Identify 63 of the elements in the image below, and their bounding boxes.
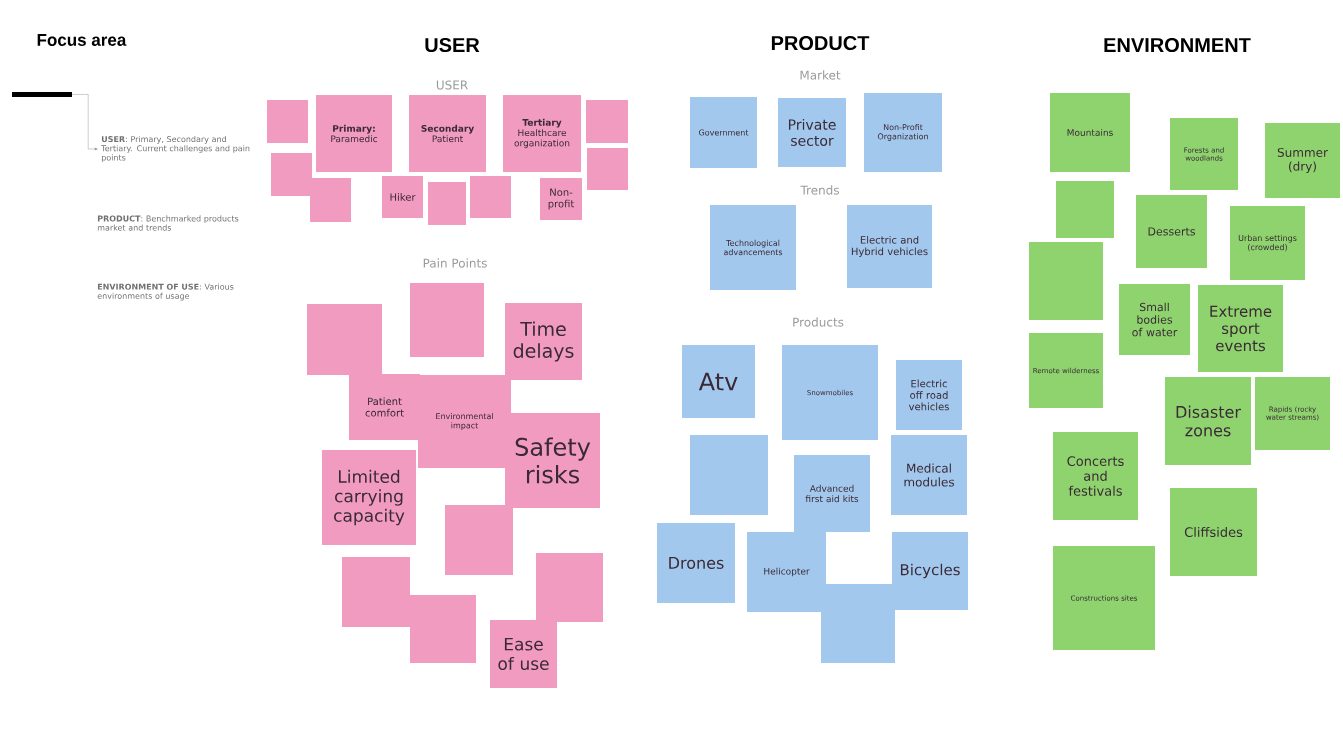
- sticky-note: Electric and Hybrid vehicles: [847, 205, 932, 288]
- sticky-note: Concerts and festivals: [1053, 432, 1138, 520]
- sticky-note: [586, 100, 628, 143]
- sticky-note: Drones: [657, 523, 735, 603]
- sticky-note: Safety risks: [505, 413, 600, 508]
- sticky-note: Bicycles: [892, 532, 968, 610]
- group-heading: Products: [793, 317, 844, 327]
- sticky-note: Tertiary Healthcare organization: [503, 95, 581, 172]
- sticky-note: Electric off road vehicles: [896, 360, 962, 430]
- sticky-note: [428, 182, 466, 225]
- sticky-note: Technological advancements: [710, 205, 796, 290]
- description-text: ENVIRONMENT OF USE: Various environments of usage: [97, 283, 234, 301]
- sticky-note: [536, 553, 603, 622]
- sticky-note: Hiker: [382, 176, 423, 218]
- group-heading: USER: [436, 80, 468, 90]
- sticky-note: Cliffsides: [1170, 488, 1257, 576]
- sticky-note: Atv: [682, 345, 755, 418]
- group-heading: Market: [800, 70, 841, 80]
- sticky-note: [342, 557, 410, 627]
- bar-marker: [12, 92, 72, 97]
- sticky-note: Urban settings (crowded): [1230, 206, 1305, 280]
- sticky-note: Secondary Patient: [409, 95, 486, 172]
- sticky-note: Desserts: [1136, 195, 1207, 268]
- sticky-note: Mountains: [1050, 93, 1130, 172]
- section-heading: PRODUCT: [771, 35, 870, 51]
- sticky-note: Government: [690, 97, 757, 168]
- sticky-note: Environmental impact: [418, 375, 511, 468]
- sticky-note: [690, 435, 768, 515]
- title: Focus area: [37, 34, 127, 46]
- sticky-note: Time delays: [505, 303, 582, 380]
- sticky-note: [1029, 242, 1103, 320]
- sticky-note: Ease of use: [490, 620, 557, 688]
- sticky-note: Private sector: [778, 98, 846, 167]
- description-text: USER: Primary, Secondary and Tertiary. Current challenges and pain points: [101, 135, 250, 163]
- sticky-note: Medical modules: [891, 435, 967, 515]
- sticky-note: Limited carrying capacity: [322, 450, 416, 545]
- section-heading: ENVIRONMENT: [1104, 37, 1251, 53]
- sticky-note: [307, 304, 382, 375]
- arrow: [72, 94, 98, 151]
- sticky-note: [470, 176, 511, 218]
- sticky-note: Extreme sport events: [1198, 285, 1283, 372]
- sticky-note: [267, 100, 308, 143]
- sticky-note: [1056, 181, 1114, 238]
- sticky-note: [821, 584, 895, 663]
- sticky-note: Primary: Paramedic: [316, 95, 392, 172]
- sticky-note: Disaster zones: [1165, 377, 1251, 465]
- sticky-note: Helicopter: [747, 532, 826, 612]
- sticky-note: [587, 148, 628, 190]
- sticky-note: Non-Profit Organization: [864, 93, 942, 172]
- description-text: PRODUCT: Benchmarked products market and trends: [97, 215, 239, 231]
- section-heading: USER: [425, 37, 480, 53]
- sticky-note: [271, 153, 312, 196]
- sticky-note: Non-profit: [540, 178, 582, 220]
- group-heading: Pain Points: [423, 258, 487, 268]
- sticky-note: Summer (dry): [1265, 123, 1340, 198]
- sticky-note: [310, 178, 351, 222]
- sticky-note: [445, 505, 513, 575]
- sticky-note: [410, 595, 476, 663]
- group-heading: Trends: [800, 185, 839, 195]
- sticky-note: Small bodies of water: [1119, 284, 1190, 355]
- sticky-note: [410, 283, 484, 357]
- sticky-note: Advanced first aid kits: [794, 455, 870, 532]
- sticky-note: Patient comfort: [349, 374, 420, 440]
